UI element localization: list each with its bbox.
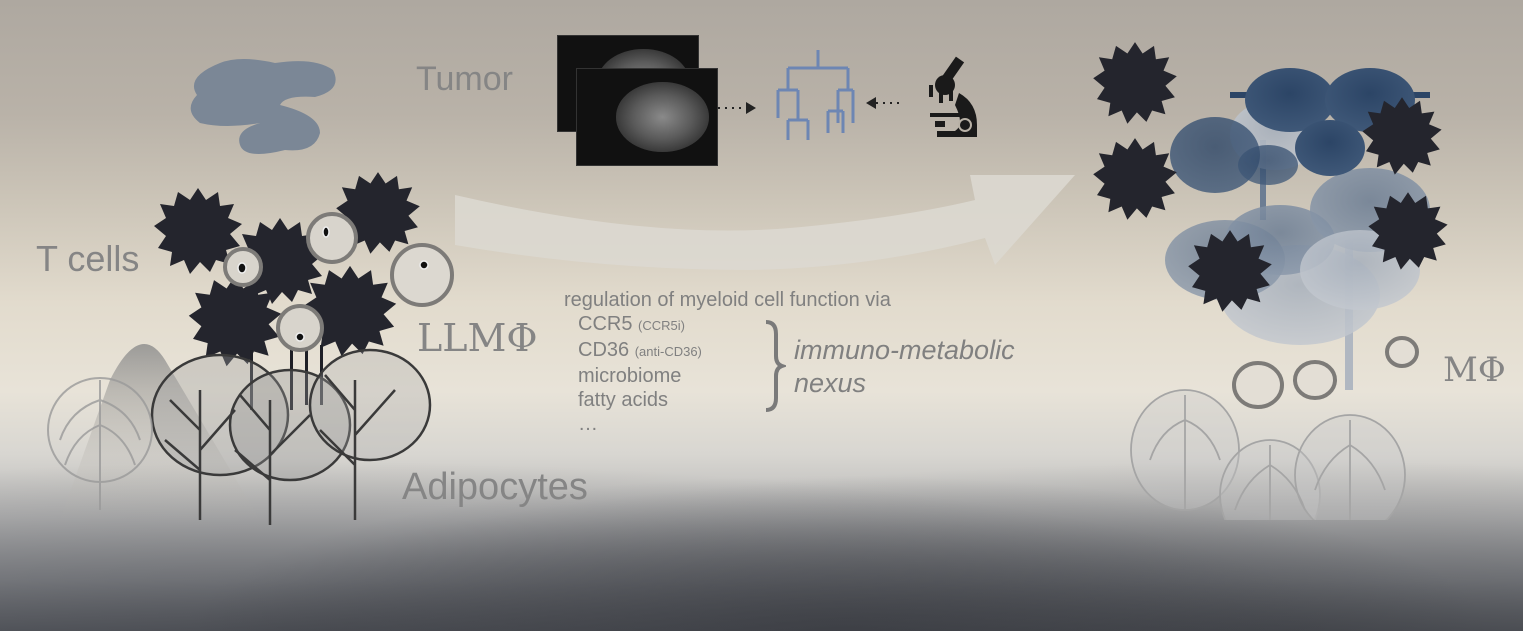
dotted-arrow-right-icon	[718, 102, 756, 114]
macrophage-icon	[1232, 336, 1419, 409]
right-cell-cluster	[1093, 42, 1448, 520]
left-cell-cluster	[150, 172, 454, 525]
factor-list-heading: regulation of myeloid cell function via	[564, 289, 891, 311]
dotted-arrow-left-icon	[866, 97, 904, 109]
factor-item: CCR5 (CCR5i)	[578, 313, 685, 335]
dendrogram-icon	[776, 50, 855, 140]
m-phi-label: MΦ	[1443, 350, 1506, 390]
mri-scan-icon	[576, 68, 718, 166]
microscope-icon	[929, 56, 977, 137]
llm-phi-label: LLMΦ	[417, 316, 538, 360]
faint-adipocyte-icon	[47, 377, 153, 510]
nexus-label: immuno-metabolic nexus	[794, 335, 1015, 398]
tumor-label: Tumor	[416, 60, 513, 98]
factor-item: fatty acids	[578, 389, 669, 411]
adipocytes-label: Adipocytes	[402, 466, 588, 508]
transition-arrow-icon	[455, 175, 1075, 270]
factor-item: CD36 (anti-CD36)	[578, 339, 702, 361]
t-cells-label: T cells	[36, 238, 140, 279]
factor-item: microbiome	[578, 365, 682, 387]
adipocyte-icon	[150, 348, 432, 525]
adipocyte-icon	[1130, 389, 1406, 520]
curly-brace-icon	[765, 320, 786, 412]
factor-item: …	[578, 413, 598, 435]
factor-list: regulation of myeloid cell function via …	[564, 288, 891, 436]
tumor-cloud-icon	[190, 59, 336, 154]
macrophage-icon	[223, 212, 454, 352]
